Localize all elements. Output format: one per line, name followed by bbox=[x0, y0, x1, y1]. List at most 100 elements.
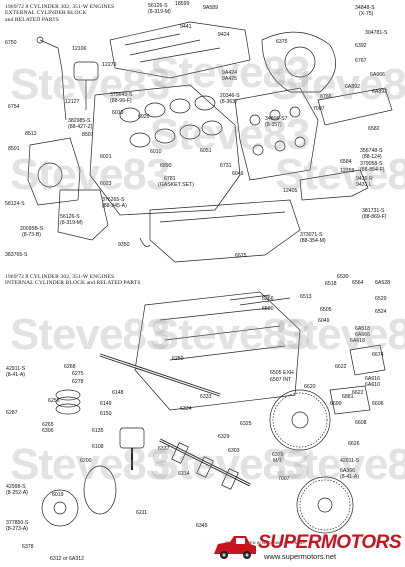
dipstick-tube bbox=[39, 39, 67, 121]
part-label: 376265-S bbox=[102, 197, 125, 203]
part-label: 6392 bbox=[355, 43, 367, 49]
part-label: 6275 bbox=[72, 371, 84, 377]
part-label: 6513 bbox=[300, 294, 312, 300]
part-label: 6505 bbox=[320, 307, 332, 313]
part-label: 6530 bbox=[337, 274, 349, 280]
part-label: (8-319-M) bbox=[60, 220, 83, 226]
part-label: 6A892 bbox=[372, 89, 387, 95]
timing-chain bbox=[83, 465, 117, 515]
part-label: 6023 bbox=[100, 181, 112, 187]
part-label: (8-252-A) bbox=[6, 490, 28, 496]
part-label: (8-357) bbox=[265, 122, 282, 128]
part-label: 6333 bbox=[200, 394, 212, 400]
part-label: (8-41-A) bbox=[6, 372, 25, 378]
part-label: 6524 bbox=[375, 309, 387, 315]
part-label: 6A528 bbox=[375, 280, 390, 286]
part-label: (8-41-A) bbox=[340, 474, 359, 480]
intake-manifold bbox=[109, 21, 251, 79]
part-label: 7007 bbox=[278, 476, 290, 482]
part-label: (88-854-F) bbox=[360, 167, 385, 173]
part-label: 6149 bbox=[100, 401, 112, 407]
oil-pump bbox=[349, 344, 386, 376]
part-label: 6750 bbox=[5, 40, 17, 46]
part-label: 9A425 bbox=[222, 76, 237, 82]
part-label: 6766 bbox=[320, 94, 332, 100]
part-label: 7007 bbox=[313, 106, 325, 112]
part-label: 6600 bbox=[330, 401, 342, 407]
part-label: (X-75) bbox=[359, 11, 374, 17]
cylinder-head bbox=[234, 87, 319, 181]
part-label: 6608 bbox=[355, 420, 367, 426]
part-label: 12405 bbox=[283, 188, 298, 194]
part-label: (88-354-M) bbox=[300, 238, 326, 244]
part-label: 6303 bbox=[228, 448, 240, 454]
part-label: 373071-S bbox=[300, 232, 323, 238]
part-label: 6312 or 6A312 bbox=[50, 556, 84, 562]
part-label: 18599 bbox=[175, 1, 190, 7]
part-label: 6265 bbox=[42, 422, 54, 428]
top-header-line2: EXTERNAL CYLINDER BLOCK bbox=[5, 10, 87, 17]
part-label: 6375 bbox=[276, 39, 288, 45]
part-label: 6A666 bbox=[355, 332, 370, 338]
truck-icon bbox=[214, 536, 256, 559]
damper bbox=[41, 489, 79, 527]
part-label: 8513 bbox=[25, 131, 37, 137]
part-label: 6505 EXH bbox=[270, 370, 294, 376]
part-label: 6287 bbox=[6, 410, 18, 416]
part-label: (88-124) bbox=[362, 154, 382, 160]
bottom-header-line1: 1969/72 8 CYLINDER 302, 351-W ENGINES bbox=[5, 274, 115, 280]
part-label: 6051 bbox=[200, 148, 212, 154]
part-label: (88-99-F) bbox=[110, 98, 132, 104]
part-label: 6A518 bbox=[355, 326, 370, 332]
part-label: 6135 bbox=[92, 428, 104, 434]
part-label: 6049 bbox=[318, 318, 330, 324]
part-label: (8-73-B) bbox=[22, 232, 41, 238]
part-label: 6781 bbox=[164, 176, 176, 182]
flywheel bbox=[269, 389, 331, 451]
part-label: 42998-S bbox=[6, 484, 26, 490]
bottom-part-labels: 6530 6518 6513 6564 6A528 6529 6505 6524… bbox=[6, 274, 390, 562]
part-label: 6021 bbox=[100, 154, 112, 160]
supermotors-logo: SUPERMOTORS www.supermotors.net bbox=[212, 532, 402, 562]
bottom-header-line2: INTERNAL CYLINDER BLOCK and RELATED PART… bbox=[5, 280, 141, 287]
part-label: 6674 bbox=[372, 352, 384, 358]
part-label: 8507 bbox=[82, 132, 94, 138]
part-label: 6622 bbox=[352, 390, 364, 396]
part-label: 304781-S bbox=[365, 30, 388, 36]
part-label: 382985-S bbox=[68, 118, 91, 124]
part-label: 6329 bbox=[218, 434, 230, 440]
part-label: 6337 bbox=[158, 446, 170, 452]
top-illustration bbox=[27, 21, 393, 263]
part-label: 6306 bbox=[42, 428, 54, 434]
part-label: 6378 bbox=[22, 544, 34, 550]
part-label: 6256 bbox=[48, 398, 60, 404]
part-label: 58124-S bbox=[5, 201, 25, 207]
exhaust-manifold bbox=[299, 169, 369, 201]
flywheel-housing bbox=[261, 31, 336, 93]
timing-cover bbox=[57, 189, 109, 241]
part-label: 6278 bbox=[72, 379, 84, 385]
part-label: 20095B-S bbox=[20, 226, 44, 232]
part-label: 6268 bbox=[64, 364, 76, 370]
part-label: 56126-S bbox=[148, 3, 168, 9]
part-label: 6881 bbox=[342, 394, 354, 400]
part-label: 6890 bbox=[160, 163, 172, 169]
part-label: 6020 bbox=[138, 114, 150, 120]
part-label: 9350 bbox=[118, 242, 130, 248]
top-part-labels: 6750 12106 12270 6754 12127 382985-S (88… bbox=[5, 1, 388, 259]
part-label: 6A892 bbox=[345, 84, 360, 90]
part-label: (8-363) bbox=[220, 99, 237, 105]
part-label: (GASKET SET) bbox=[158, 182, 194, 188]
part-label: 9A589 bbox=[203, 5, 218, 11]
part-label: 9441 bbox=[180, 24, 192, 30]
part-label: 56126-S bbox=[60, 214, 80, 220]
part-label: (8-319-M) bbox=[148, 9, 171, 15]
part-label: 6A618 bbox=[350, 338, 365, 344]
part-label: 6200 bbox=[80, 458, 92, 464]
part-label: 6767 bbox=[355, 58, 367, 64]
part-label: 375643-S bbox=[110, 92, 133, 98]
part-label: (8-273-A) bbox=[6, 526, 28, 532]
part-label: 42911-S bbox=[6, 366, 26, 372]
flexplate bbox=[296, 476, 354, 534]
part-label: 381731-S bbox=[362, 208, 385, 214]
